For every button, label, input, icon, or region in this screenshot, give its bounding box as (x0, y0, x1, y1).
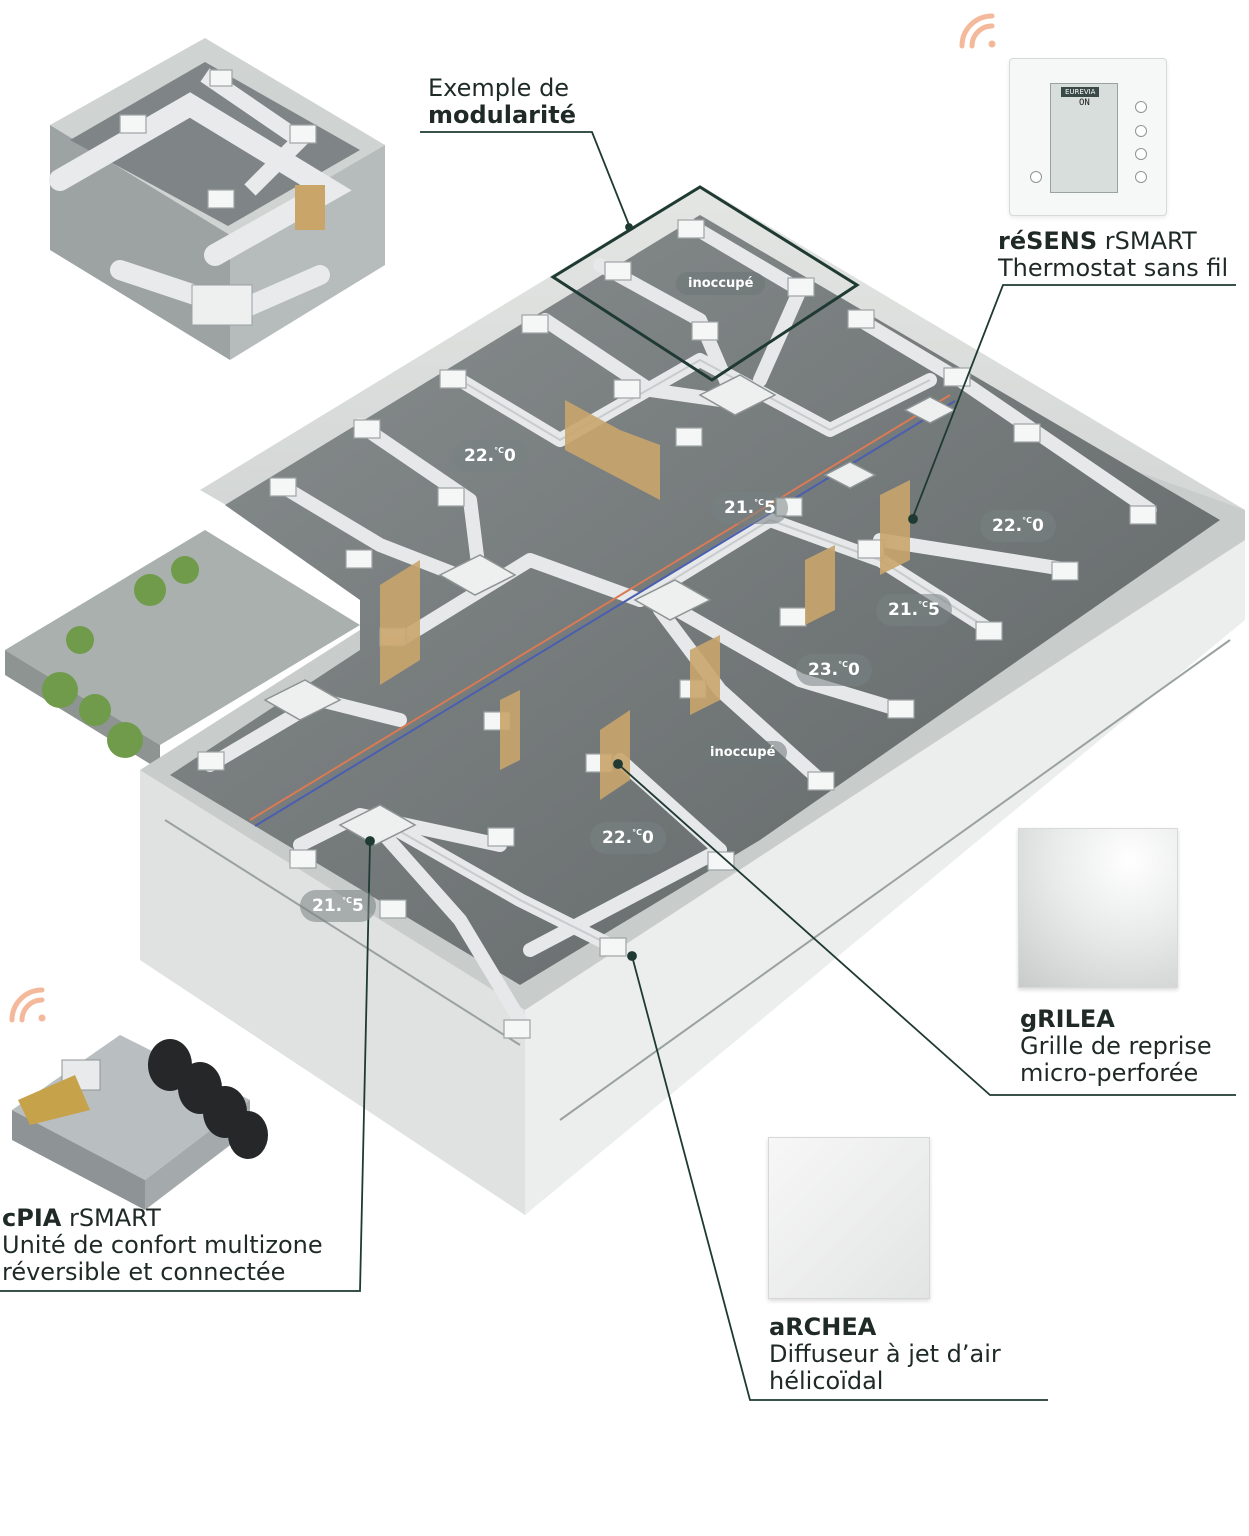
cpia-label: cPIA rSMART Unité de confort multizone r… (2, 1205, 323, 1286)
resens-label: réSENS rSMART Thermostat sans fil (998, 228, 1228, 282)
zone-unoccupied: inoccupé (676, 272, 766, 295)
thermostat-brand: EUREVIA (1061, 87, 1100, 97)
zone-temperature: 22.°C0 (590, 822, 666, 854)
modularity-label-line1: Exemple de (428, 74, 570, 102)
cpia-unit-illustration (12, 1035, 268, 1210)
grilea-description-2: micro-perforée (1020, 1059, 1199, 1087)
diffuser-illustration (768, 1137, 930, 1299)
thermostat-button (1135, 171, 1147, 183)
cpia-description-2: réversible et connectée (2, 1258, 286, 1286)
thermostat-button (1135, 125, 1147, 137)
thermostat-button (1030, 171, 1042, 183)
wifi-icon (959, 13, 996, 49)
zone-temperature: 23.°C0 (796, 654, 872, 686)
resens-suffix: rSMART (1097, 227, 1197, 255)
module-example-illustration (49, 38, 385, 360)
wifi-icon (9, 987, 46, 1023)
zone-temperature: 21.°C5 (300, 890, 376, 922)
grilea-description-1: Grille de reprise (1020, 1032, 1212, 1060)
thermostat-illustration: EUREVIA ON (1009, 58, 1167, 216)
zone-temperature: 22.°C0 (452, 440, 528, 472)
cpia-units (263, 374, 957, 846)
thermostat-button (1135, 148, 1147, 160)
resens-description: Thermostat sans fil (998, 254, 1229, 282)
modularity-label-line2: modularité (428, 101, 576, 129)
archea-description-1: Diffuseur à jet d’air (769, 1340, 1001, 1368)
grilea-label: gRILEA Grille de reprise micro-perforée (1020, 1006, 1212, 1087)
zone-unoccupied: inoccupé (698, 741, 788, 764)
grille-illustration (1018, 828, 1178, 988)
thermostat-button (1135, 101, 1147, 113)
thermostat-screen: EUREVIA ON (1050, 83, 1118, 193)
cpia-name: cPIA (2, 1204, 62, 1232)
archea-name: aRCHEA (769, 1313, 877, 1341)
archea-description-2: hélicoïdal (769, 1367, 884, 1395)
modularity-label: Exemple de modularité (428, 75, 576, 129)
zone-temperature: 21.°C5 (712, 492, 788, 524)
terrace (5, 530, 360, 745)
diffuser-outlets (119, 69, 1157, 1039)
cpia-suffix: rSMART (61, 1204, 161, 1232)
cpia-description-1: Unité de confort multizone (2, 1231, 323, 1259)
zone-temperature: 21.°C5 (876, 594, 952, 626)
thermostat-state: ON (1079, 98, 1090, 108)
zone-temperature: 22.°C0 (980, 510, 1056, 542)
archea-label: aRCHEA Diffuseur à jet d’air hélicoïdal (769, 1314, 1001, 1395)
grilea-name: gRILEA (1020, 1005, 1115, 1033)
resens-name: réSENS (998, 227, 1098, 255)
